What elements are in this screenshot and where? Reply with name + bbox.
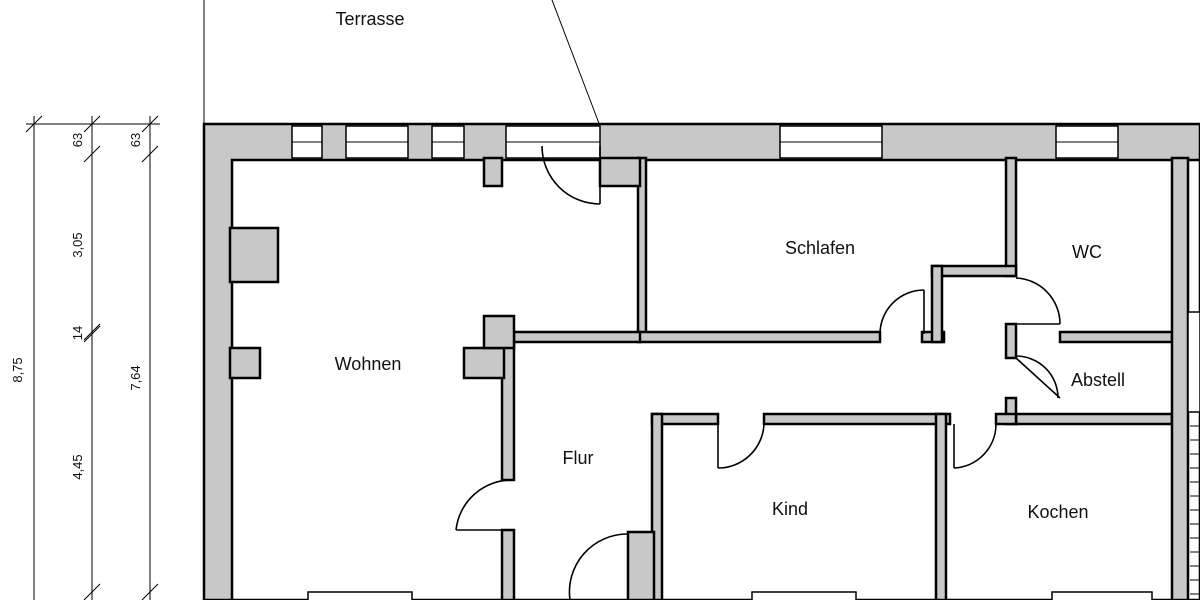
pillar-wohnen-right-top	[482, 314, 516, 350]
wall-kochen-top	[994, 412, 1018, 426]
dim-label-wall-top-a: 63	[70, 133, 85, 147]
room-label-schlafen: Schlafen	[785, 238, 855, 258]
terrace-diagonal-line	[551, 0, 601, 127]
bottom-windows	[307, 591, 1153, 600]
dimension-lines	[25, 115, 160, 600]
dim-label-inner-height: 7,64	[128, 365, 143, 390]
door-terrace	[541, 145, 601, 205]
wall-wohnen-flur-low	[500, 528, 516, 600]
room-label-kind: Kind	[772, 499, 808, 519]
wall-flur-top	[512, 330, 642, 344]
room-label-wohnen: Wohnen	[335, 354, 402, 374]
wall-stub-door	[598, 156, 642, 188]
dim-label-segment-wall: 14	[70, 326, 85, 340]
door-kochen	[953, 423, 997, 469]
door-kind	[717, 423, 765, 469]
dim-label-wall-top-b: 63	[128, 133, 143, 147]
door-schlafen	[879, 289, 925, 335]
wall-right-inner	[1170, 156, 1190, 600]
wall-kind-kochen	[934, 412, 948, 600]
dim-label-total-height: 8,75	[10, 357, 25, 382]
pillar-left-upper	[228, 226, 280, 284]
wall-wc-bottom	[1058, 330, 1174, 344]
wall-schlafen-bottom	[636, 330, 882, 344]
wall-schlafen-wc	[1004, 156, 1018, 278]
outer-wall	[202, 122, 1200, 600]
wall-abstell-left	[1004, 322, 1018, 360]
wall-corridor-box-v	[930, 264, 944, 344]
wall-corridor-box	[930, 264, 1018, 278]
stair-lines	[1187, 311, 1200, 595]
dim-label-segment-lower: 4,45	[70, 454, 85, 479]
wall-flur-small	[626, 530, 656, 600]
door-wc	[1015, 277, 1061, 325]
room-label-flur: Flur	[563, 448, 594, 468]
room-label-wc: WC	[1072, 242, 1102, 262]
room-label-abstell: Abstell	[1071, 370, 1125, 390]
room-label-kochen: Kochen	[1027, 502, 1088, 522]
dim-label-segment-upper: 3,05	[70, 232, 85, 257]
wall-flur-kind	[650, 412, 664, 600]
door-entry	[568, 533, 629, 600]
room-label-terrasse: Terrasse	[335, 9, 404, 29]
pillar-wohnen-right	[462, 346, 506, 380]
door-abstell	[1015, 355, 1061, 399]
door-flur-wohnen	[455, 479, 514, 531]
wall-kind-top-b	[762, 412, 952, 426]
wall-stub-top	[482, 156, 504, 188]
top-windows	[291, 125, 1119, 159]
pillar-left-lower	[228, 346, 262, 380]
wall-abstell-bottom	[1014, 412, 1174, 426]
